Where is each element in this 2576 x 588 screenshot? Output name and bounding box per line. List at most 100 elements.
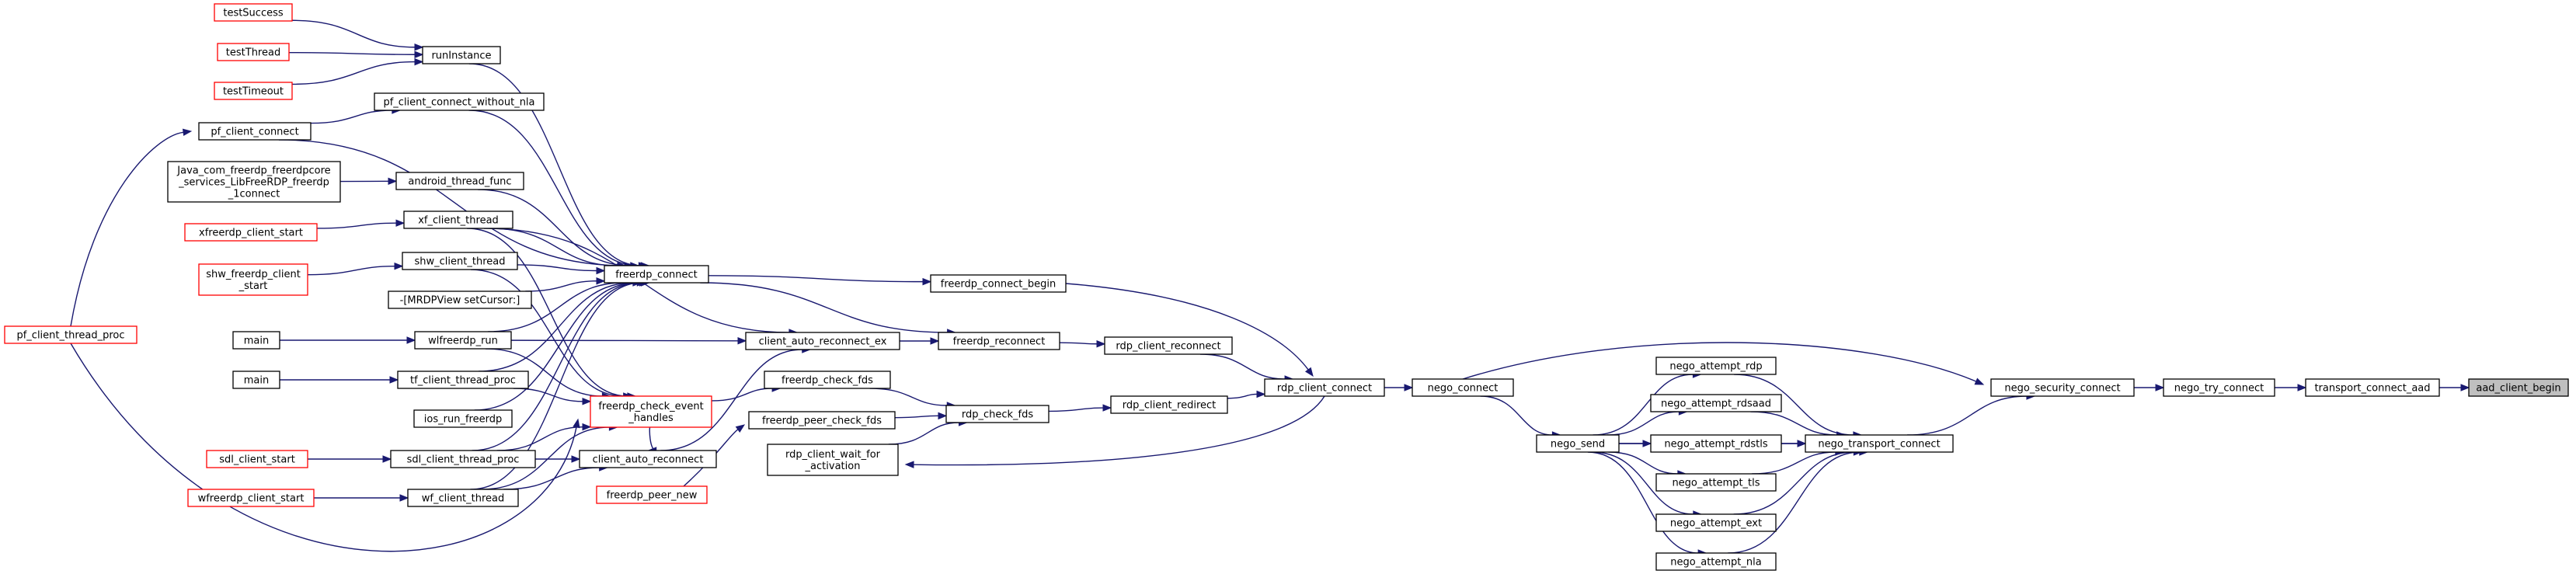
node-xfreerdp_client_start[interactable]: xfreerdp_client_start [184, 223, 318, 242]
node-rdp_client_wait_for_activation[interactable]: rdp_client_wait_for_activation [767, 444, 899, 476]
node-xf_client_thread[interactable]: xf_client_thread [403, 210, 513, 229]
node-label: client_auto_reconnect [593, 454, 704, 466]
node-nego_attempt_rdsaad[interactable]: nego_attempt_rdsaad [1650, 394, 1782, 412]
node-nego_attempt_rdstls[interactable]: nego_attempt_rdstls [1650, 434, 1782, 453]
node-tf_client_thread_proc[interactable]: tf_client_thread_proc [397, 371, 529, 389]
node-freerdp_connect[interactable]: freerdp_connect [604, 265, 709, 284]
node-android_thread_func[interactable]: android_thread_func [395, 172, 524, 190]
node-freerdp_reconnect[interactable]: freerdp_reconnect [938, 332, 1060, 350]
arrowhead [2155, 384, 2165, 391]
node-box [407, 489, 519, 507]
node-box [767, 444, 899, 476]
arrowhead [582, 398, 592, 405]
node-wf_client_thread[interactable]: wf_client_thread [407, 489, 519, 507]
node-aad_client_begin[interactable]: aad_client_begin [2468, 378, 2569, 397]
edge-nego_transport_connect-to-nego_security_connect [1907, 395, 2027, 436]
node-pf_client_connect_without_nla[interactable]: pf_client_connect_without_nla [374, 92, 545, 111]
node-freerdp_check_fds[interactable]: freerdp_check_fds [764, 371, 891, 389]
node-nego_attempt_tls[interactable]: nego_attempt_tls [1655, 473, 1777, 492]
edge-testTimeout-to-runInstance [291, 61, 416, 85]
node-main_1[interactable]: main [232, 331, 280, 350]
node-label: pf_client_thread_proc [16, 330, 124, 342]
node-label: android_thread_func [408, 176, 511, 188]
node-sdl_client_start[interactable]: sdl_client_start [206, 450, 308, 468]
edge-nego_attempt_tls-to-nego_transport_connect [1752, 451, 1836, 475]
node-runInstance[interactable]: runInstance [422, 46, 501, 64]
node-box [2163, 378, 2275, 397]
arrowhead [1642, 440, 1652, 447]
node-label: main [244, 375, 269, 387]
node-label: runInstance [431, 50, 491, 62]
arrowhead [2297, 384, 2307, 391]
arrowhead [930, 337, 940, 345]
node-testSuccess[interactable]: testSuccess [214, 3, 293, 22]
node-nego_send[interactable]: nego_send [1536, 434, 1620, 453]
edge-mrdpview_setcursor-to-freerdp_connect [525, 280, 597, 292]
node-label: freerdp_connect_begin [941, 279, 1056, 291]
arrowhead [395, 219, 406, 227]
node-nego_attempt_rdp[interactable]: nego_attempt_rdp [1655, 357, 1777, 375]
node-box [1655, 473, 1777, 492]
node-label: _activation [805, 461, 861, 472]
node-label: pf_client_connect [211, 127, 298, 138]
node-nego_try_connect[interactable]: nego_try_connect [2163, 378, 2275, 397]
node-freerdp_check_event_handles[interactable]: freerdp_check_event_handles [590, 395, 712, 428]
node-label: sdl_client_start [219, 454, 295, 466]
node-label: ios_run_freerdp [424, 414, 502, 426]
node-rdp_client_connect[interactable]: rdp_client_connect [1264, 378, 1385, 397]
edge-wf_client_thread-to-freerdp_check_event_handles [481, 426, 610, 490]
node-shw_freerdp_client_start[interactable]: shw_freerdp_client_start [198, 263, 308, 296]
node-box [374, 92, 545, 111]
node-box [1650, 394, 1782, 412]
node-box [1655, 357, 1777, 375]
node-freerdp_peer_check_fds[interactable]: freerdp_peer_check_fds [748, 411, 896, 430]
node-client_auto_reconnect_ex[interactable]: client_auto_reconnect_ex [745, 332, 900, 350]
arrowhead [394, 262, 404, 270]
node-transport_connect_aad[interactable]: transport_connect_aad [2305, 378, 2440, 397]
edge-wlfreerdp_run-to-freerdp_check_event_handles [485, 348, 603, 397]
node-wfreerdp_client_start[interactable]: wfreerdp_client_start [187, 489, 315, 507]
arrowhead [938, 412, 948, 420]
node-nego_transport_connect[interactable]: nego_transport_connect [1805, 434, 1954, 453]
node-client_auto_reconnect[interactable]: client_auto_reconnect [579, 450, 717, 468]
node-ios_run_freerdp[interactable]: ios_run_freerdp [413, 409, 513, 428]
node-pf_client_thread_proc[interactable]: pf_client_thread_proc [4, 325, 138, 344]
node-label: testTimeout [223, 86, 284, 98]
edge-xf_client_thread-to-freerdp_connect [489, 228, 618, 266]
node-box [206, 450, 308, 468]
edge-nego_connect-to-nego_security_connect [1462, 342, 1977, 382]
node-freerdp_peer_new[interactable]: freerdp_peer_new [596, 485, 708, 504]
node-sdl_client_thread_proc[interactable]: sdl_client_thread_proc [390, 450, 536, 468]
node-nego_security_connect[interactable]: nego_security_connect [1990, 378, 2135, 397]
node-label: client_auto_reconnect_ex [759, 336, 887, 348]
node-label: freerdp_check_event [598, 401, 703, 412]
node-testThread[interactable]: testThread [217, 43, 290, 61]
node-freerdp_connect_begin[interactable]: freerdp_connect_begin [930, 274, 1067, 293]
arrowhead [414, 57, 424, 66]
node-label: -[MRDPView setCursor:] [400, 295, 520, 307]
edge-rdp_check_fds-to-rdp_client_redirect [1048, 407, 1104, 412]
node-label: sdl_client_thread_proc [407, 454, 520, 466]
edge-shw_client_thread-to-freerdp_check_event_handles [470, 269, 624, 397]
node-label: _services_LibFreeRDP_freerdp [178, 177, 329, 189]
node-mrdpview_setcursor[interactable]: -[MRDPView setCursor:] [388, 291, 532, 309]
node-label: nego_security_connect [2004, 383, 2120, 395]
edge-pf_client_connect-to-pf_client_connect_without_nla [310, 110, 392, 124]
edge-freerdp_reconnect-to-rdp_client_reconnect [1059, 342, 1098, 345]
node-pf_client_connect[interactable]: pf_client_connect [198, 122, 312, 141]
node-rdp_client_reconnect[interactable]: rdp_client_reconnect [1104, 336, 1233, 355]
node-wlfreerdp_run[interactable]: wlfreerdp_run [414, 331, 512, 350]
node-label: wfreerdp_client_start [198, 493, 305, 505]
node-nego_attempt_ext[interactable]: nego_attempt_ext [1655, 513, 1777, 532]
node-main_2[interactable]: main [232, 371, 280, 389]
node-nego_attempt_nla[interactable]: nego_attempt_nla [1655, 552, 1777, 571]
node-rdp_client_redirect[interactable]: rdp_client_redirect [1110, 395, 1228, 414]
node-nego_connect[interactable]: nego_connect [1412, 378, 1514, 397]
node-shw_client_thread[interactable]: shw_client_thread [402, 252, 518, 270]
node-testTimeout[interactable]: testTimeout [214, 82, 293, 100]
node-java_connect[interactable]: Java_com_freerdp_freerdpcore_services_Li… [167, 161, 341, 203]
arrowhead [389, 376, 399, 384]
edge-shw_client_thread-to-freerdp_connect [517, 264, 597, 272]
node-rdp_check_fds[interactable]: rdp_check_fds [945, 405, 1050, 423]
node-label: nego_attempt_tls [1672, 478, 1760, 489]
